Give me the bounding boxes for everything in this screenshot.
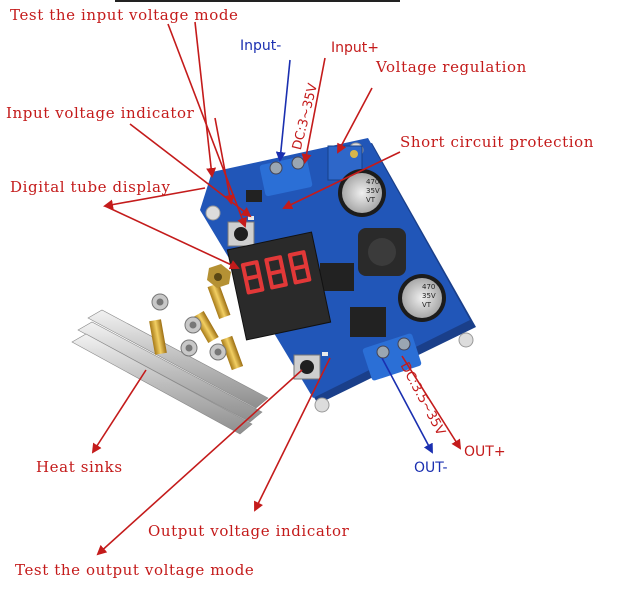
arrow-test-input-mode-2 — [194, 21, 217, 178]
arrow-out-plus — [401, 355, 462, 450]
transistor — [246, 190, 262, 202]
label-heat-sinks: Heat sinks — [36, 458, 123, 476]
label-test-input-mode: Test the input voltage mode — [10, 6, 239, 24]
label-digital-tube: Digital tube display — [10, 178, 171, 196]
mosfet-chip — [350, 307, 386, 337]
arrow-digital-tube — [104, 205, 240, 270]
mount-hole — [458, 332, 474, 348]
arrow-short-circuit — [282, 151, 401, 210]
label-test-output-mode: Test the output voltage mode — [15, 561, 255, 579]
heat-sinks — [71, 309, 269, 435]
output-terminal — [362, 333, 422, 381]
potentiometer-screw — [350, 150, 358, 158]
label-input-minus: Input- — [240, 38, 282, 54]
svg-text:35V: 35V — [422, 292, 436, 300]
arrow-digital-tube-left — [103, 187, 206, 210]
arrow-input-plus — [301, 57, 326, 164]
capacitor-label: 470 — [366, 178, 379, 186]
label-input-indicator: Input voltage indicator — [6, 104, 195, 122]
arrow-output-indicator — [254, 357, 331, 512]
label-out-minus: OUT- — [414, 460, 448, 476]
standoffs — [149, 264, 244, 371]
arrow-input-indicator-2 — [214, 117, 235, 205]
svg-text:35V: 35V — [366, 187, 380, 195]
label-short-circuit: Short circuit protection — [400, 133, 594, 151]
ic-chip — [320, 263, 354, 291]
output-indicator-led — [322, 352, 328, 356]
label-voltage-regulation: Voltage regulation — [376, 58, 527, 76]
mount-hole — [205, 205, 221, 221]
digital-tube-display — [226, 231, 332, 341]
arrow-input-minus — [275, 59, 291, 162]
svg-text:VT: VT — [366, 196, 376, 204]
label-output-indicator: Output voltage indicator — [148, 522, 350, 540]
arrow-test-output-mode — [96, 369, 303, 556]
arrow-out-minus — [381, 357, 433, 454]
mount-hole — [314, 397, 330, 413]
svg-text:VT: VT — [422, 301, 432, 309]
input-test-button — [227, 221, 255, 247]
arrow-heat-sinks — [91, 369, 147, 454]
svg-text:470: 470 — [422, 283, 435, 291]
label-input-plus: Input+ — [331, 40, 379, 56]
hex-nuts — [151, 293, 227, 361]
input-indicator-led — [248, 216, 254, 220]
top-bar — [115, 0, 400, 2]
capacitor: 470 35V VT — [398, 274, 446, 322]
output-test-button — [293, 354, 321, 380]
arrow-voltage-regulation — [337, 87, 373, 154]
input-terminal — [259, 155, 313, 197]
label-out-plus: OUT+ — [464, 444, 506, 460]
capacitor: 470 35V VT — [338, 169, 386, 217]
